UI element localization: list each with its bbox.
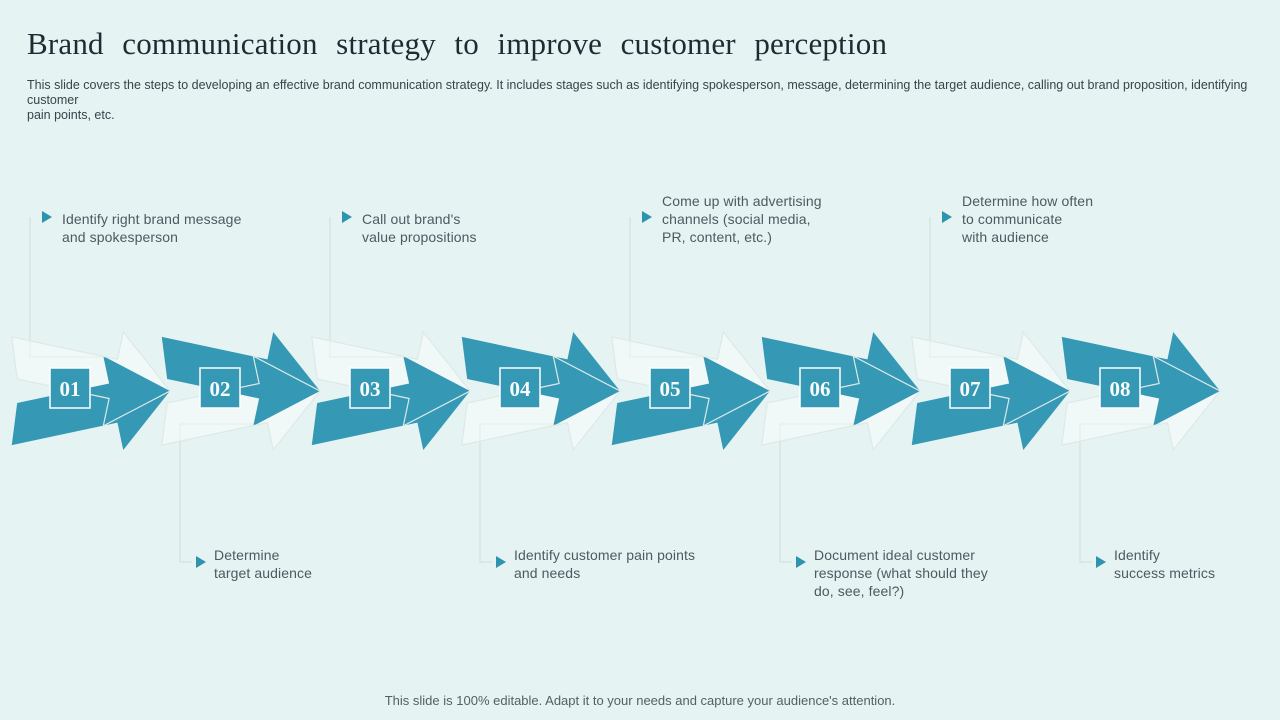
label-bullet-icon bbox=[942, 211, 952, 223]
label-bullet-icon bbox=[1096, 556, 1106, 568]
ghost-arrow-outline-icon bbox=[1061, 354, 1221, 452]
step-number: 02 bbox=[210, 377, 231, 401]
step-arrow-icon bbox=[761, 331, 920, 426]
page-title: Brand communication strategy to improve … bbox=[27, 26, 888, 61]
step-connector-line bbox=[629, 217, 702, 358]
ghost-arrow-outline-icon bbox=[761, 354, 921, 452]
process-step: 04 bbox=[461, 331, 621, 568]
step-number: 04 bbox=[510, 377, 532, 401]
label-bullet-icon bbox=[496, 556, 506, 568]
ghost-arrow-outline-icon bbox=[611, 330, 771, 428]
step-number-box bbox=[49, 367, 91, 409]
step-connector-line bbox=[179, 423, 262, 563]
step-arrow-icon bbox=[461, 331, 620, 426]
step-arrow-icon bbox=[1061, 331, 1220, 426]
process-step: 06 bbox=[761, 331, 921, 568]
step-arrow-icon bbox=[161, 331, 320, 426]
label-bullet-icon bbox=[642, 211, 652, 223]
step-number-box bbox=[949, 367, 991, 409]
step-number-box bbox=[649, 367, 691, 409]
step-number-box bbox=[1099, 367, 1141, 409]
step-connector-line bbox=[479, 423, 562, 563]
process-step: 08 bbox=[1061, 331, 1221, 568]
step-connector-line bbox=[1079, 423, 1162, 563]
step-arrow-icon bbox=[11, 356, 170, 451]
step-number: 07 bbox=[960, 377, 981, 401]
process-step: 02 bbox=[161, 331, 321, 568]
step-number: 08 bbox=[1110, 377, 1131, 401]
ghost-arrow-outline-icon bbox=[461, 354, 621, 452]
step-number-box bbox=[199, 367, 241, 409]
label-bullet-icon bbox=[42, 211, 52, 223]
step-arrow-icon bbox=[611, 356, 770, 451]
ghost-arrow-outline-icon bbox=[161, 354, 321, 452]
process-step: 05 bbox=[611, 211, 771, 451]
step-connector-line bbox=[329, 217, 402, 358]
step-connector-line bbox=[779, 423, 862, 563]
ghost-arrow-outline-icon bbox=[911, 330, 1071, 428]
ghost-arrow-outline-icon bbox=[311, 330, 471, 428]
step-number-box bbox=[499, 367, 541, 409]
process-step: 07 bbox=[911, 211, 1071, 451]
footer-note: This slide is 100% editable. Adapt it to… bbox=[384, 693, 896, 708]
ghost-arrow-outline-icon bbox=[11, 330, 171, 428]
process-step: 01 bbox=[11, 211, 171, 451]
step-connector-line bbox=[29, 217, 102, 358]
step-arrow-icon bbox=[911, 356, 1070, 451]
step-number: 03 bbox=[360, 377, 381, 401]
step-number: 01 bbox=[60, 377, 81, 401]
label-bullet-icon bbox=[196, 556, 206, 568]
label-bullet-icon bbox=[342, 211, 352, 223]
step-number-box bbox=[349, 367, 391, 409]
step-connector-line bbox=[929, 217, 1002, 358]
step-number-box bbox=[799, 367, 841, 409]
step-number: 06 bbox=[810, 377, 831, 401]
label-bullet-icon bbox=[796, 556, 806, 568]
step-number: 05 bbox=[660, 377, 681, 401]
step-arrow-icon bbox=[311, 356, 470, 451]
slide-description: This slide covers the steps to developin… bbox=[27, 78, 1248, 122]
process-step: 03 bbox=[311, 211, 471, 451]
